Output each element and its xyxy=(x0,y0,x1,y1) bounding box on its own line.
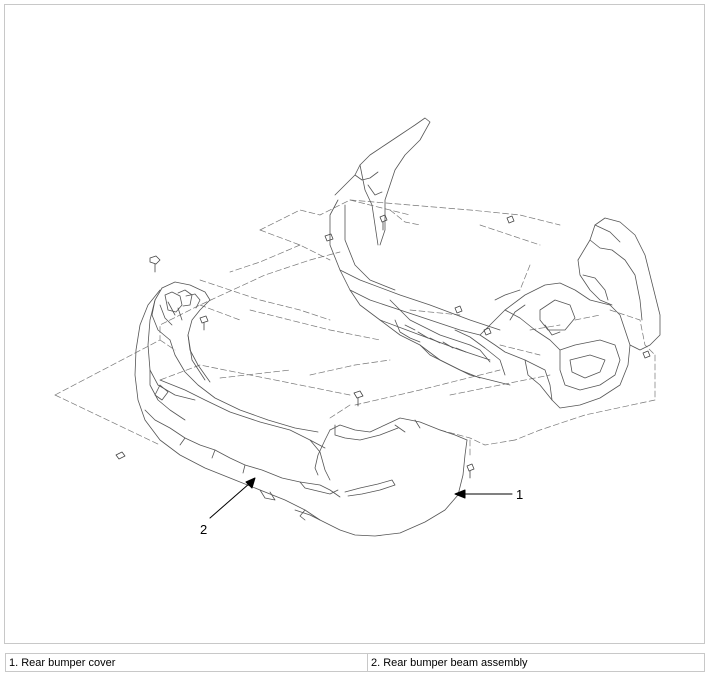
leader-lines xyxy=(209,477,513,519)
legend-row: 1. Rear bumper cover 2. Rear bumper beam… xyxy=(5,653,705,672)
legend-item-rear-bumper-beam-assembly: 2. Rear bumper beam assembly xyxy=(367,653,705,672)
callout-1-label: 1 xyxy=(516,487,523,502)
rear-bumper-cover xyxy=(134,289,468,537)
assembly-guide-lines xyxy=(54,199,656,456)
body-rear-panel xyxy=(329,117,661,409)
callout-2-label: 2 xyxy=(200,522,207,537)
rear-bumper-beam-assembly xyxy=(151,281,319,433)
exploded-view-diagram: 1 2 xyxy=(54,117,661,537)
legend-item-rear-bumper-cover: 1. Rear bumper cover xyxy=(5,653,368,672)
fasteners xyxy=(115,214,651,479)
diagram-frame xyxy=(4,4,705,644)
parts-legend-table: 1. Rear bumper cover 2. Rear bumper beam… xyxy=(5,653,705,672)
